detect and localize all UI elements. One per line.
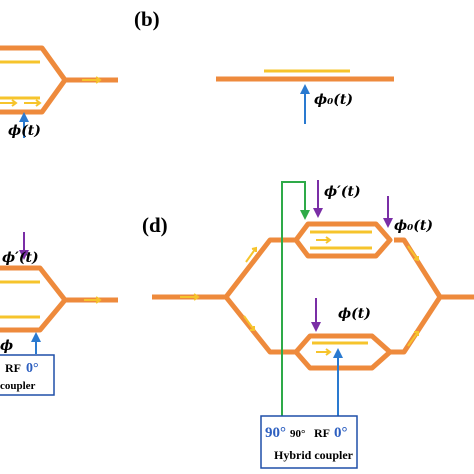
phi-t-label: ϕ(t) [8,123,41,139]
hybrid-rf-label: RF [314,426,330,440]
phi-label-partial: ϕ [0,338,13,354]
hybrid-90deg-black: 90° [290,428,305,440]
phi-prime-t-label: ϕ′(t) [324,184,361,200]
flow-arrow-icon [407,245,419,262]
panel-d-label: (d) [142,213,168,237]
outer-upper-arm [224,237,296,299]
inner-lower-mz [293,333,393,371]
waveguide-upper-arm [0,265,118,303]
waveguide-upper-arm [0,45,118,83]
outer-lower-arm-out [390,295,443,355]
phi0-t-label: ϕ₀(t) [314,92,353,108]
waveguide-lower-arm [0,298,67,333]
hybrid-0deg-blue: 0° [334,425,348,441]
phi-t-label: ϕ(t) [338,306,371,322]
coupler-name-label: coupler [0,380,36,392]
hybrid-coupler-box [260,415,358,469]
flow-arrow-icon [243,315,255,331]
inner-upper-mz [293,221,393,259]
flow-arrow-icon [82,76,102,84]
outer-lower-arm [224,295,296,355]
panel-b: (b) ϕ₀(t) [134,7,394,124]
hybrid-coupler-name: Hybrid coupler [274,448,354,462]
panel-d: (d) ϕ′(t) ϕ₀(t) ϕ(t) 9 [142,180,474,469]
rf-feed-green [281,181,310,416]
coupler-box [0,354,55,396]
coupler-rf-label: RF [5,361,21,375]
flow-arrow-icon [316,348,332,356]
coupler-0deg-label: 0° [26,361,39,376]
flow-arrow-icon [180,293,200,301]
outer-upper-arm-out [394,237,443,299]
flow-arrow-icon [0,99,18,107]
waveguide-lower-arm [0,78,68,115]
panel-c-partial: ϕ′(t) ϕ RF 0° coupler [0,232,118,396]
flow-arrow-icon [316,236,332,244]
hybrid-90deg-blue: 90° [265,425,286,441]
panel-a-partial: ϕ(t) [0,45,118,139]
flow-arrow-icon [245,246,257,263]
flow-arrow-icon [24,99,42,107]
phi-prime-t-label: ϕ′(t) [2,250,39,266]
flow-arrow-icon [84,296,102,304]
panel-b-label: (b) [134,7,160,31]
flow-arrow-icon [407,331,419,347]
phi0-t-label: ϕ₀(t) [394,218,433,234]
